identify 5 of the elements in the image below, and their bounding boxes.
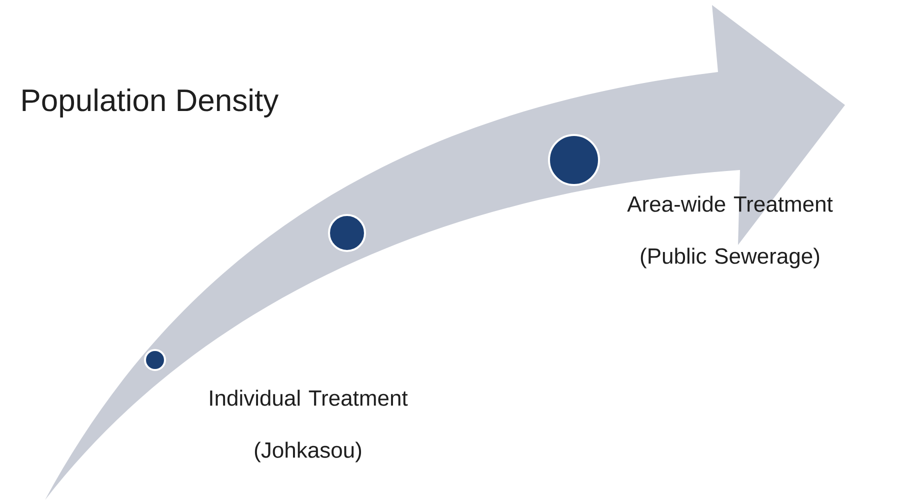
heading: Population Density [22, 88, 279, 118]
dot-caption: Individual Treatment (Johkasou) [210, 390, 408, 462]
dot-caption: Area-wide Treatment (Public Sewerage) [627, 196, 833, 268]
dot [548, 134, 600, 186]
dot [328, 214, 366, 252]
